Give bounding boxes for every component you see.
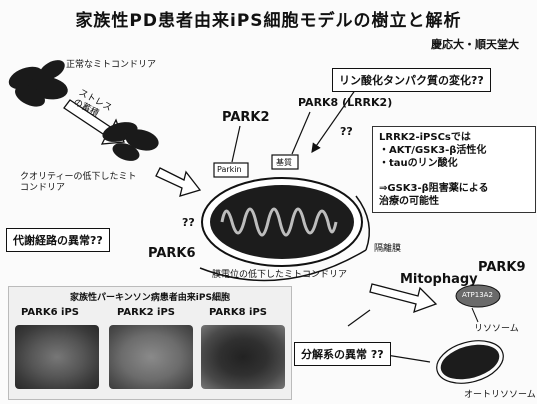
page-title: 家族性PD患者由来iPS細胞モデルの樹立と解析 xyxy=(75,11,462,31)
svg-text:??: ?? xyxy=(340,125,353,138)
normal-mitochondria-icon xyxy=(8,60,68,107)
degradation-box: 分解系の異常 ?? xyxy=(294,342,391,366)
lysosome-label: リソソーム xyxy=(474,324,519,334)
mitophagy-arrow-icon xyxy=(369,283,438,314)
low-quality-mitochondria-icon xyxy=(102,122,159,161)
atp13a2-label: ATP13A2 xyxy=(462,291,493,299)
lrrk2-findings-panel: LRRK2-iPSCsでは ・AKT/GSK3-β活性化 ・tauのリン酸化 ⇒… xyxy=(372,126,536,213)
lrrk2-line-1: LRRK2-iPSCsでは xyxy=(379,132,471,143)
park2-ips-label: PARK2 iPS xyxy=(117,307,175,318)
parkin-label: Parkin xyxy=(217,165,242,174)
ips-panel-title: 家族性パーキンソン病患者由来iPS細胞 xyxy=(70,293,230,303)
mitophagy-label: Mitophagy xyxy=(400,272,478,287)
progress-arrow-icon xyxy=(155,167,202,197)
svg-text:??: ?? xyxy=(182,216,195,229)
park6-label: PARK6 xyxy=(148,246,196,261)
large-mitochondrion-icon xyxy=(201,177,363,267)
park2-ips-image xyxy=(109,325,193,389)
lrrk2-line-2: ・AKT/GSK3-β活性化 xyxy=(379,145,487,156)
isolation-membrane-label: 隔離膜 xyxy=(374,244,402,254)
metabolic-pathway-box: 代謝経路の異常?? xyxy=(6,228,110,252)
park9-label: PARK9 xyxy=(478,260,526,275)
lrrk2-line-3: ・tauのリン酸化 xyxy=(379,158,458,169)
low-quality-mitochondria-label: クオリティーの低下したミトコンドリア xyxy=(20,172,137,193)
phospho-change-box: リン酸化タンパク質の変化?? xyxy=(332,68,491,92)
park8-label: PARK8 (LRRK2) xyxy=(298,96,393,109)
substrate-label: 基質 xyxy=(276,158,292,167)
isolation-membrane-icon xyxy=(199,249,367,282)
ips-cell-panel: 家族性パーキンソン病患者由来iPS細胞 PARK6 iPS PARK2 iPS … xyxy=(8,286,292,400)
park6-ips-image xyxy=(15,325,99,389)
normal-mitochondria-label: 正常なミトコンドリア xyxy=(66,60,157,70)
park8-ips-label: PARK8 iPS xyxy=(209,307,267,318)
park2-label: PARK2 xyxy=(222,110,270,125)
park6-ips-label: PARK6 iPS xyxy=(21,307,79,318)
autolysosome-label: オートリソソーム xyxy=(464,390,536,400)
lrrk2-line-4: ⇒GSK3-β阻害薬による xyxy=(379,183,489,194)
affiliation: 慶応大・順天堂大 xyxy=(431,38,519,51)
lrrk2-line-5: 治療の可能性 xyxy=(379,196,439,207)
park8-ips-image xyxy=(201,325,285,389)
low-membrane-potential-label: 膜電位の低下したミトコンドリア xyxy=(212,270,348,280)
